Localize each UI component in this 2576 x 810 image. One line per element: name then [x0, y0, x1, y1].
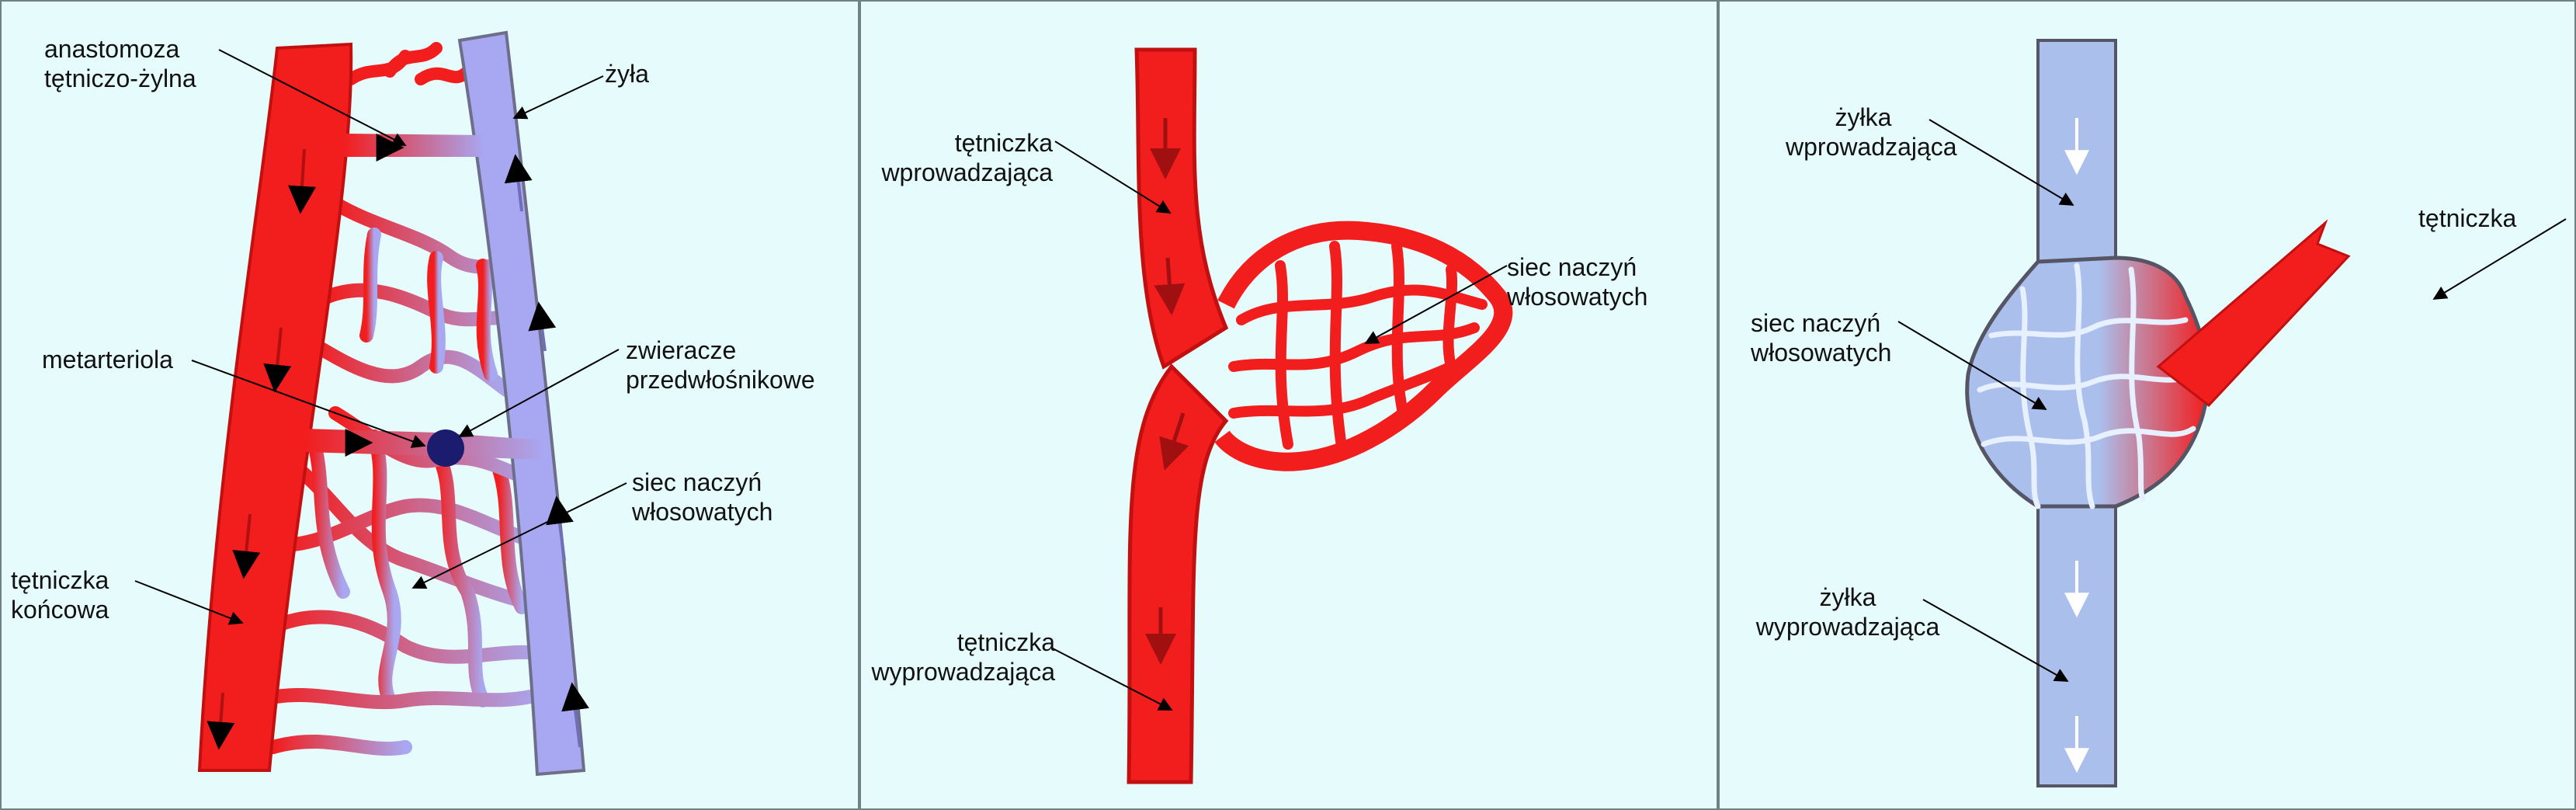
label-av-anastomosis: anastomoza tętniczo-żylna [44, 35, 196, 92]
panel-glomerulus: tętniczka wprowadzająca siec naczyń włos… [859, 0, 1718, 810]
efferent-arteriole [1127, 363, 1229, 784]
glomerulus-illustration [1050, 47, 1513, 784]
capillary-bed-illustration [134, 30, 627, 777]
label-efferent-venule: żyłka wyprowadzająca [1755, 583, 1940, 641]
afferent-arteriole [1134, 47, 1229, 370]
label-arteriole: tętniczka [2418, 204, 2517, 232]
label-vein: żyła [605, 60, 649, 88]
label-capillary-network: siec naczyń włosowatych [1751, 309, 1892, 367]
terminal-arteriole [197, 42, 353, 772]
label-capillary-network: siec naczyń włosowatych [632, 468, 773, 526]
label-efferent-arteriole: tętniczka wyprowadzająca [871, 628, 1055, 686]
label-capillary-network: siec naczyń włosowatych [1507, 253, 1648, 311]
precapillary-sphincter [427, 429, 464, 467]
panel-capillary-bed: anastomoza tętniczo-żylna żyła metarteri… [0, 0, 859, 810]
label-afferent-venule: żyłka wprowadzająca [1786, 103, 1957, 161]
label-terminal-arteriole: tętniczka końcowa [11, 566, 109, 624]
arteriole [2156, 219, 2351, 408]
glomerular-capillary-loop [1214, 221, 1513, 471]
label-metarteriole: metarteriola [42, 346, 173, 374]
vein [457, 30, 586, 777]
venous-portal-illustration [1897, 39, 2567, 787]
av-anastomosis [343, 134, 484, 157]
capillary-network [251, 196, 552, 756]
label-afferent-arteriole: tętniczka wprowadzająca [881, 129, 1053, 186]
panel-venous-portal: żyłka wprowadzająca tętniczka siec naczy… [1718, 0, 2576, 810]
label-precapillary-sphincters: zwieracze przedwłośnikowe [626, 336, 815, 394]
